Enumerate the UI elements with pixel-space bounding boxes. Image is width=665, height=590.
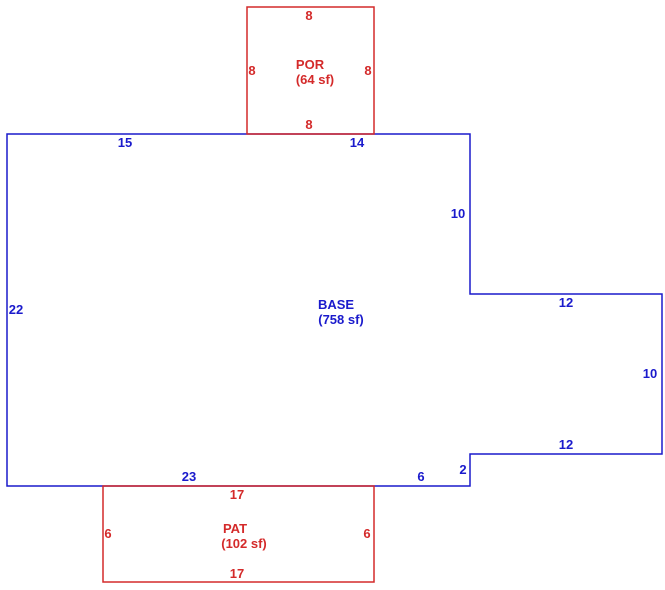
base-dim-bump-bottom: 12	[559, 437, 573, 452]
patio-dim-bottom: 17	[230, 566, 244, 581]
porch-dim-bottom: 8	[305, 117, 312, 132]
base-dim-bottom-left: 23	[182, 469, 196, 484]
porch-dim-top: 8	[305, 8, 312, 23]
patio-outline	[102, 485, 375, 583]
base-label: BASE	[318, 297, 354, 312]
patio-label: PAT	[223, 521, 247, 536]
base-dim-top-left: 15	[118, 135, 132, 150]
patio-area: (102 sf)	[221, 536, 267, 551]
porch-label: POR	[296, 57, 325, 72]
patio-dim-top: 17	[230, 487, 244, 502]
patio-labels: 17 6 6 17 PAT (102 sf)	[104, 487, 370, 581]
porch-outline	[246, 6, 375, 135]
porch-labels: 8 8 8 8 POR (64 sf)	[248, 8, 371, 132]
base-area: (758 sf)	[318, 312, 364, 327]
base-dim-bump-right: 10	[643, 366, 657, 381]
base-dim-right-upper: 10	[451, 206, 465, 221]
base-labels: 15 14 10 22 12 10 12 2 23 6 BASE (758 sf…	[9, 135, 657, 484]
base-dim-left: 22	[9, 302, 23, 317]
base-dim-bump-top: 12	[559, 295, 573, 310]
porch-area: (64 sf)	[296, 72, 334, 87]
base-dim-bottom-right: 6	[417, 469, 424, 484]
base-dim-bottom-step: 2	[459, 462, 466, 477]
base-dim-top-right: 14	[350, 135, 365, 150]
patio-dim-right: 6	[363, 526, 370, 541]
patio-dim-left: 6	[104, 526, 111, 541]
porch-dim-right: 8	[364, 63, 371, 78]
porch-dim-left: 8	[248, 63, 255, 78]
